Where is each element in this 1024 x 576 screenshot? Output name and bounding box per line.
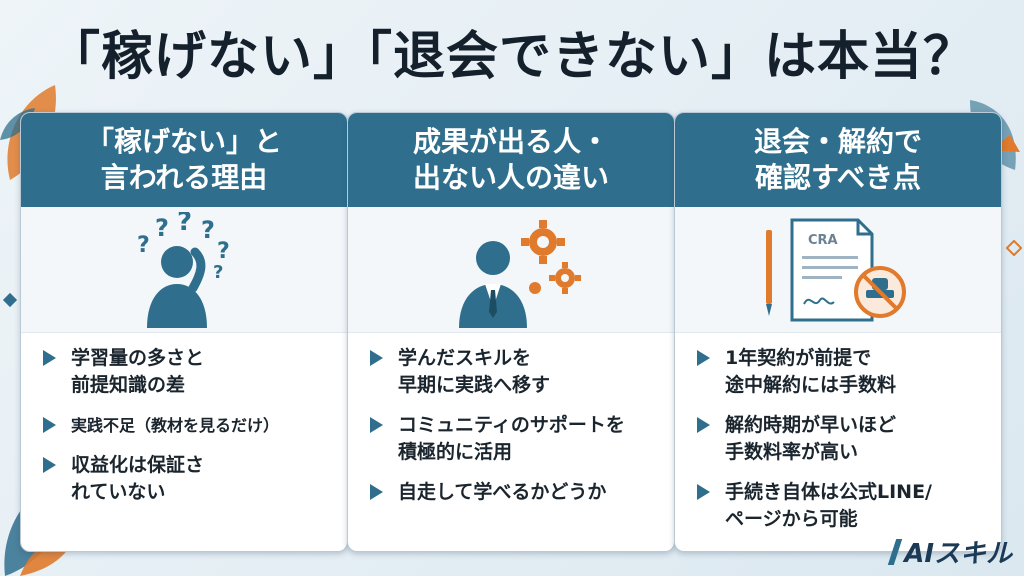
- difference-card: 成果が出る人・ 出ない人の違い 学んだスキルを 早期に実践へ移: [347, 112, 675, 552]
- list-item-line: 学習量の多さと: [71, 347, 205, 369]
- card-heading: 成果が出る人・ 出ない人の違い: [348, 113, 674, 207]
- svg-text:?: ?: [155, 214, 169, 242]
- brand-name: AIスキル: [904, 539, 1012, 569]
- list-item: 学んだスキルを 早期に実践へ移す: [370, 345, 660, 399]
- triangle-bullet-icon: [43, 457, 56, 473]
- list-item-line: 前提知識の差: [71, 374, 186, 396]
- list-item-line: 手数料率が高い: [725, 441, 859, 463]
- card-illustration: [348, 207, 674, 333]
- triangle-bullet-icon: [370, 484, 383, 500]
- card-heading-line: 確認すべき点: [754, 161, 922, 194]
- triangle-bullet-icon: [370, 417, 383, 433]
- list-item-line: 1年契約が前提で: [725, 347, 872, 369]
- list-item-line: 収益化は保証さ: [71, 454, 205, 476]
- list-item-line: 早期に実践へ移す: [398, 374, 551, 396]
- list-item-line: 実践不足（教材を見るだけ）: [71, 416, 280, 435]
- page-title: 「稼げない」「退会できない」は本当？: [47, 26, 976, 87]
- brand-logo: AIスキル: [887, 533, 1012, 570]
- triangle-bullet-icon: [697, 350, 710, 366]
- card-heading: 「稼げない」と 言われる理由: [21, 113, 347, 207]
- list-item: 解約時期が早いほど 手数料率が高い: [697, 412, 987, 466]
- triangle-bullet-icon: [370, 350, 383, 366]
- svg-text:?: ?: [177, 212, 192, 237]
- reason-list: 学習量の多さと 前提知識の差 実践不足（教材を見るだけ） 収益化は保証さ れてい…: [21, 333, 347, 506]
- list-item-line: 自走して学べるかどうか: [398, 481, 607, 503]
- triangle-bullet-icon: [697, 417, 710, 433]
- reasons-card: 「稼げない」と 言われる理由 ? ? ? ? ? ? 学習量の多さと 前提知識の…: [20, 112, 348, 552]
- triangle-bullet-icon: [43, 350, 56, 366]
- contract-stamp-icon: CRA: [766, 218, 906, 321]
- svg-text:?: ?: [201, 216, 215, 244]
- triangle-bullet-icon: [43, 417, 56, 433]
- card-heading-line: 退会・解約で: [753, 125, 922, 158]
- list-item-line: 手続き自体は公式LINE/: [725, 481, 932, 503]
- confused-person-icon: ? ? ? ? ? ?: [137, 212, 230, 328]
- diamond-decoration-icon: [1006, 240, 1022, 256]
- svg-text:?: ?: [213, 262, 223, 283]
- card-heading-line: 成果が出る人・: [412, 125, 609, 158]
- list-item: 収益化は保証さ れていない: [43, 452, 333, 506]
- list-item: 自走して学べるかどうか: [370, 479, 660, 506]
- list-item: コミュニティのサポートを 積極的に活用: [370, 412, 660, 466]
- list-item-line: 解約時期が早いほど: [725, 414, 897, 436]
- card-heading-line: 出ない人の違い: [412, 161, 609, 194]
- diamond-decoration-icon: [2, 292, 18, 308]
- list-item: 学習量の多さと 前提知識の差: [43, 345, 333, 399]
- card-heading: 退会・解約で 確認すべき点: [675, 113, 1001, 207]
- cancellation-card: 退会・解約で 確認すべき点 CRA 1年契約が前提で 途中解約には手数料: [674, 112, 1002, 552]
- card-heading-line: 言われる理由: [100, 161, 268, 194]
- list-item-line: ページから可能: [725, 508, 858, 530]
- list-item-line: 学んだスキルを: [398, 347, 532, 369]
- svg-text:?: ?: [217, 239, 230, 264]
- svg-text:?: ?: [137, 233, 150, 258]
- card-illustration: CRA: [675, 207, 1001, 333]
- triangle-bullet-icon: [697, 484, 710, 500]
- list-item-line: れていない: [71, 481, 166, 503]
- card-heading-line: 「稼げない」と: [85, 125, 282, 158]
- cancellation-list: 1年契約が前提で 途中解約には手数料 解約時期が早いほど 手数料率が高い 手続き…: [675, 333, 1001, 533]
- list-item-line: 積極的に活用: [398, 441, 513, 463]
- list-item: 手続き自体は公式LINE/ ページから可能: [697, 479, 987, 533]
- difference-list: 学んだスキルを 早期に実践へ移す コミュニティのサポートを 積極的に活用 自走し…: [348, 333, 674, 506]
- contract-label: CRA: [808, 233, 838, 248]
- card-illustration: ? ? ? ? ? ?: [21, 207, 347, 333]
- list-item: 実践不足（教材を見るだけ）: [43, 412, 333, 439]
- list-item-line: 途中解約には手数料: [725, 374, 897, 396]
- list-item-line: コミュニティのサポートを: [398, 414, 625, 436]
- list-item: 1年契約が前提で 途中解約には手数料: [697, 345, 987, 399]
- businessman-gears-icon: [459, 219, 581, 328]
